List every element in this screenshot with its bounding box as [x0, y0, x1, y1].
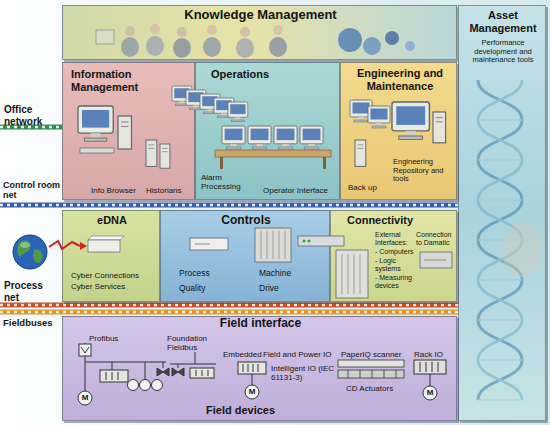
item-caption: Embedded	[223, 350, 263, 359]
band-line	[0, 303, 460, 308]
band-twist	[0, 204, 460, 207]
network-label: Office network	[4, 104, 62, 127]
item-caption: Info Browser	[91, 186, 143, 195]
office-network-band	[0, 127, 66, 128]
panel-title: Field interface	[63, 317, 458, 331]
item-caption: Back up	[348, 183, 390, 192]
panel-title: Knowledge Management	[63, 8, 458, 23]
item-caption: Profibus	[89, 334, 139, 343]
asset-column: Asset ManagementPerformance development …	[458, 5, 546, 421]
item-caption: - Computers	[375, 248, 419, 256]
item-caption: Machine	[259, 269, 319, 279]
motor-letter: M	[423, 388, 437, 397]
item-caption: Cyber Connections	[71, 271, 159, 280]
operations-panel: OperationsAlarm ProcessingOperator Inter…	[195, 62, 340, 200]
item-caption: Field devices	[206, 404, 296, 417]
edna-panel: eDNA Cyber ConnectionsCyber Services	[62, 210, 160, 302]
globe-land	[33, 250, 43, 263]
panel-title: Connectivity	[347, 214, 437, 227]
panel-title: Controls	[161, 214, 331, 228]
panel-title: Asset Management	[461, 9, 545, 34]
connectivity-panel: ConnectivityExternal Interfaces:- Comput…	[330, 210, 457, 302]
item-caption: Drive	[259, 284, 319, 294]
item-caption: - Logic systems	[375, 257, 419, 273]
item-caption: Foundation Fieldbus	[167, 334, 217, 352]
item-caption: Field and Power IO	[263, 350, 339, 359]
band-line	[0, 310, 460, 315]
info-panel: Information ManagementInfo BrowserHistor…	[62, 62, 195, 200]
band-twist	[0, 304, 460, 307]
globe-land	[17, 240, 30, 258]
knowledge-band: Knowledge Management	[62, 5, 457, 60]
motor-letter: M	[245, 387, 259, 396]
item-caption: Intelligent IO (IEC 61131-3)	[271, 364, 337, 382]
item-caption: Quality	[179, 284, 239, 294]
item-caption: Operator Interface	[263, 186, 339, 195]
field-panel: Field interfaceProfibus Foundation Fieldb…	[62, 316, 457, 421]
engineering-panel: Engineering and MaintenanceBack upEngine…	[340, 62, 457, 200]
fieldbus-band	[0, 312, 460, 313]
globe-highlight	[20, 242, 30, 248]
item-caption: PaperIQ scanner	[341, 350, 409, 359]
control-room-band	[0, 205, 460, 206]
band-line	[0, 203, 460, 208]
item-caption: - Measuring devices	[375, 274, 419, 290]
controls-panel: ControlsProcessQuality MachineDrive	[160, 210, 330, 302]
panel-title: Engineering and Maintenance	[345, 67, 455, 92]
process-net-band	[0, 305, 460, 306]
item-caption: Process	[179, 269, 239, 279]
network-label: Fieldbuses	[3, 318, 61, 329]
item-caption: Rack IO	[414, 350, 454, 359]
item-caption: Cyber Services	[71, 282, 159, 291]
network-label: Process net	[4, 280, 60, 303]
item-caption: Engineering Repository and tools	[393, 158, 455, 184]
item-caption: Performance development and maintenance …	[463, 39, 543, 65]
globe-symbol	[13, 235, 47, 269]
panel-title: Information Management	[71, 68, 181, 93]
item-caption: External Interfaces:	[375, 231, 419, 247]
item-caption: Historians	[146, 186, 192, 195]
band-twist	[0, 311, 460, 314]
item-caption: Connection to Damatic	[416, 231, 457, 247]
panel-title: eDNA	[63, 214, 161, 227]
motor-letter: M	[78, 393, 92, 402]
panel-title: Operations	[211, 68, 331, 81]
globe-sphere	[13, 235, 47, 269]
item-caption: Alarm Processing	[201, 173, 256, 191]
item-caption: CD Actuators	[346, 384, 408, 393]
network-label: Control room net	[3, 180, 62, 201]
